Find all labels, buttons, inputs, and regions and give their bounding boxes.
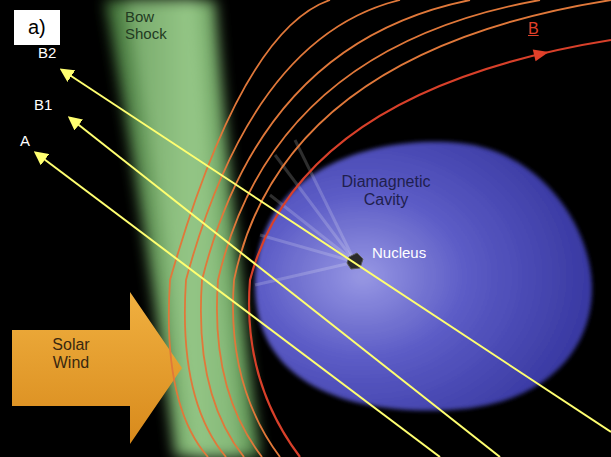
- field-line: [233, 0, 611, 457]
- field-label: B: [528, 20, 539, 38]
- trajectory-label: A: [20, 132, 30, 149]
- magnetic-field-lines: [169, 0, 611, 457]
- field-line: [217, 0, 540, 457]
- light-ray: [255, 262, 355, 285]
- field-line-b: [249, 40, 611, 457]
- node-text: a): [14, 10, 60, 45]
- trajectory-label: B2: [38, 44, 56, 61]
- field-line: [185, 0, 400, 457]
- panel-tag: a): [14, 10, 60, 45]
- light-ray: [275, 155, 355, 262]
- node-text: Nucleus: [372, 244, 426, 261]
- field-arrowhead: [533, 46, 550, 61]
- solar-wind: Solar Wind: [12, 292, 184, 444]
- solar-wind-shape: [12, 292, 184, 444]
- field-line: [169, 0, 330, 457]
- field-line: [201, 0, 470, 457]
- trajectory-line: [70, 118, 500, 457]
- light-ray: [295, 140, 355, 262]
- cavity-region: Diamagnetic CavityNucleus: [250, 135, 595, 417]
- node-text: Diamagnetic Cavity: [330, 173, 442, 210]
- trajectory-line: [62, 70, 611, 432]
- comet-nucleus: [347, 253, 363, 269]
- light-ray: [260, 235, 355, 262]
- node-text: Solar Wind: [34, 336, 108, 373]
- trajectory-label: B1: [34, 96, 52, 113]
- node-text: Bow Shock: [125, 8, 179, 43]
- trajectory-lines: [36, 70, 611, 457]
- solar-wind-arrow: [12, 292, 182, 444]
- trajectory-line: [36, 153, 440, 457]
- diamagnetic-cavity: [255, 142, 592, 411]
